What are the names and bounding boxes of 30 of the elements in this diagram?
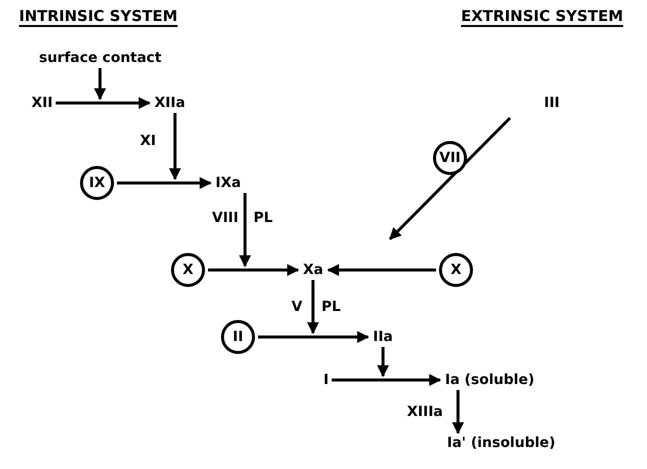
arrow xyxy=(332,374,442,386)
section-heading: INTRINSIC SYSTEM xyxy=(18,8,179,24)
factor-label: Ia' (insoluble) xyxy=(447,436,556,450)
factor-label: XIIa xyxy=(154,96,186,110)
arrow xyxy=(377,347,389,378)
arrow xyxy=(56,97,151,109)
section-heading: EXTRINSIC SYSTEM xyxy=(460,8,624,24)
factor-label: IIa xyxy=(373,330,393,344)
arrow xyxy=(307,280,319,334)
circled-factor: VII xyxy=(433,141,467,175)
factor-label: IXa xyxy=(216,176,241,190)
circled-factor: X xyxy=(439,253,473,287)
arrow xyxy=(388,116,512,240)
arrow xyxy=(452,390,464,434)
factor-label: I xyxy=(324,373,329,387)
arrow xyxy=(117,177,212,189)
factor-label: Xa xyxy=(303,263,324,277)
arrow xyxy=(239,193,251,268)
arrow xyxy=(169,113,181,180)
factor-label: III xyxy=(544,96,560,110)
circled-factor: II xyxy=(221,320,255,354)
arrow xyxy=(94,68,106,100)
factor-label: Ia (soluble) xyxy=(445,373,534,387)
factor-label: XII xyxy=(32,96,53,110)
circled-factor: IX xyxy=(80,166,114,200)
factor-label: surface contact xyxy=(39,51,162,65)
arrow xyxy=(208,264,300,276)
arrow xyxy=(327,264,436,276)
arrow xyxy=(258,331,370,343)
circled-factor: X xyxy=(171,253,205,287)
